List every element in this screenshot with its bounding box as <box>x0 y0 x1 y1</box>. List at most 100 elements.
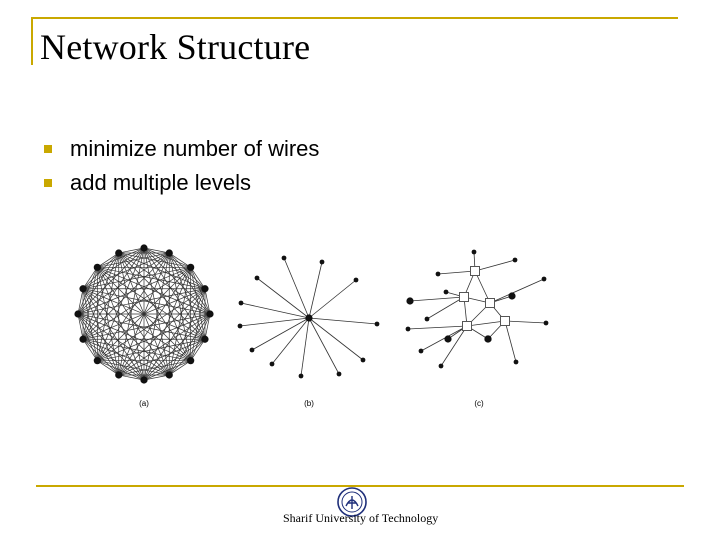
network-a-edge <box>168 252 211 315</box>
network-b-edge <box>308 279 357 319</box>
network-b-leaf-node <box>353 277 359 283</box>
network-a-edge <box>97 360 145 381</box>
network-c-edge <box>440 325 468 367</box>
network-a-node <box>74 310 82 318</box>
network-a-edge <box>82 247 145 290</box>
network-diagram-figure: (a) (b) (c) <box>74 244 549 408</box>
network-b-leaf-node <box>374 321 380 327</box>
network-a-edge <box>82 252 120 340</box>
footer-rule <box>36 485 684 487</box>
network-a-edge <box>118 247 145 376</box>
bullet-square-icon <box>44 179 52 187</box>
network-c-edge <box>489 278 545 304</box>
network-a-node <box>206 310 214 318</box>
network-a-node <box>79 285 87 293</box>
network-a-edge <box>118 252 211 315</box>
network-a-edge <box>77 288 84 315</box>
network-a-edge <box>96 267 120 376</box>
network-a-edge <box>97 360 170 376</box>
network-c-leaf-node <box>513 359 519 365</box>
network-a-edge <box>118 252 206 340</box>
network-a-edge <box>143 247 170 376</box>
network-b-edge <box>240 302 310 319</box>
network-a-edge <box>82 288 120 376</box>
network-c-leaf-node <box>484 335 492 343</box>
bullet-text: minimize number of wires <box>70 136 320 161</box>
network-a-edge <box>118 267 191 376</box>
network-b-leaf-node <box>336 371 342 377</box>
network-b-edge <box>283 257 310 319</box>
network-a-edge <box>97 360 119 376</box>
network-a-edge <box>82 339 119 376</box>
network-a-edge <box>118 252 206 290</box>
network-a-edge <box>97 252 119 268</box>
network-a-edge <box>82 339 98 361</box>
network-a-edge <box>143 247 170 254</box>
network-a-edge <box>143 252 170 381</box>
slide-title: Network Structure <box>40 27 311 67</box>
network-c-leaf-node <box>418 348 424 354</box>
network-a-node <box>115 249 123 257</box>
network-a-edge <box>118 374 145 381</box>
network-a-edge <box>97 288 206 361</box>
caption-c: (c) <box>474 399 484 408</box>
network-c-leaf-node <box>508 292 516 300</box>
network-b-edge <box>251 317 310 351</box>
network-c-leaf-node <box>541 276 547 282</box>
network-a-edge <box>97 252 170 268</box>
network-b-leaf-node <box>237 323 243 329</box>
network-a-node <box>201 335 209 343</box>
network-a-edge <box>77 267 98 315</box>
title-accent-vertical <box>31 17 33 65</box>
network-a-edge <box>82 267 98 289</box>
network-a-edge <box>77 313 98 361</box>
network-c-leaf-node <box>424 316 430 322</box>
network-c-edge <box>474 259 516 272</box>
caption-a: (a) <box>139 399 149 408</box>
network-a-node <box>140 244 148 252</box>
footer-university-name: Sharif University of Technology <box>283 511 439 525</box>
network-a-edge <box>190 288 206 361</box>
network-a-edge <box>82 288 191 361</box>
network-c-hub-node <box>485 298 495 308</box>
network-a-edge <box>97 252 170 361</box>
network-a-edge <box>97 267 206 340</box>
network-c-leaf-node <box>443 289 449 295</box>
network-a-edge <box>82 288 98 361</box>
network-a-fully-connected <box>74 244 214 384</box>
network-a-edge <box>77 313 170 376</box>
network-b-edge <box>308 317 364 361</box>
network-a-edge <box>204 313 211 340</box>
network-a-edge <box>118 252 170 376</box>
network-a-edge <box>169 252 191 268</box>
network-c-hub-node <box>470 266 480 276</box>
network-c-leaf-node <box>471 249 477 255</box>
network-a-edge <box>169 360 191 376</box>
title-accent-horizontal <box>31 17 678 19</box>
network-c-leaf-node <box>406 297 414 305</box>
network-a-edge <box>97 267 170 376</box>
network-c-leaf-node <box>512 257 518 263</box>
network-a-edge <box>77 252 120 315</box>
network-a-edge <box>82 288 145 381</box>
network-b-leaf-node <box>298 373 304 379</box>
network-b-leaf-node <box>319 259 325 265</box>
bullet-list: minimize number of wires add multiple le… <box>44 132 319 200</box>
network-a-edge <box>82 288 211 315</box>
network-a-edge <box>77 313 206 340</box>
network-a-node <box>187 263 195 271</box>
network-b-leaf-node <box>360 357 366 363</box>
network-a-edge <box>77 313 84 340</box>
network-c-leaf-node <box>543 320 549 326</box>
network-c-edge <box>504 320 547 324</box>
network-b-leaf-node <box>254 275 260 281</box>
network-b-edge <box>300 317 310 377</box>
network-a-node <box>165 249 173 257</box>
network-b-edge <box>308 317 340 375</box>
network-a-edge <box>82 338 145 381</box>
network-a-edge <box>190 339 206 361</box>
network-a-node <box>79 335 87 343</box>
network-a-edge <box>143 247 206 290</box>
network-c-leaf-node <box>435 271 441 277</box>
bullet-text: add multiple levels <box>70 170 251 195</box>
